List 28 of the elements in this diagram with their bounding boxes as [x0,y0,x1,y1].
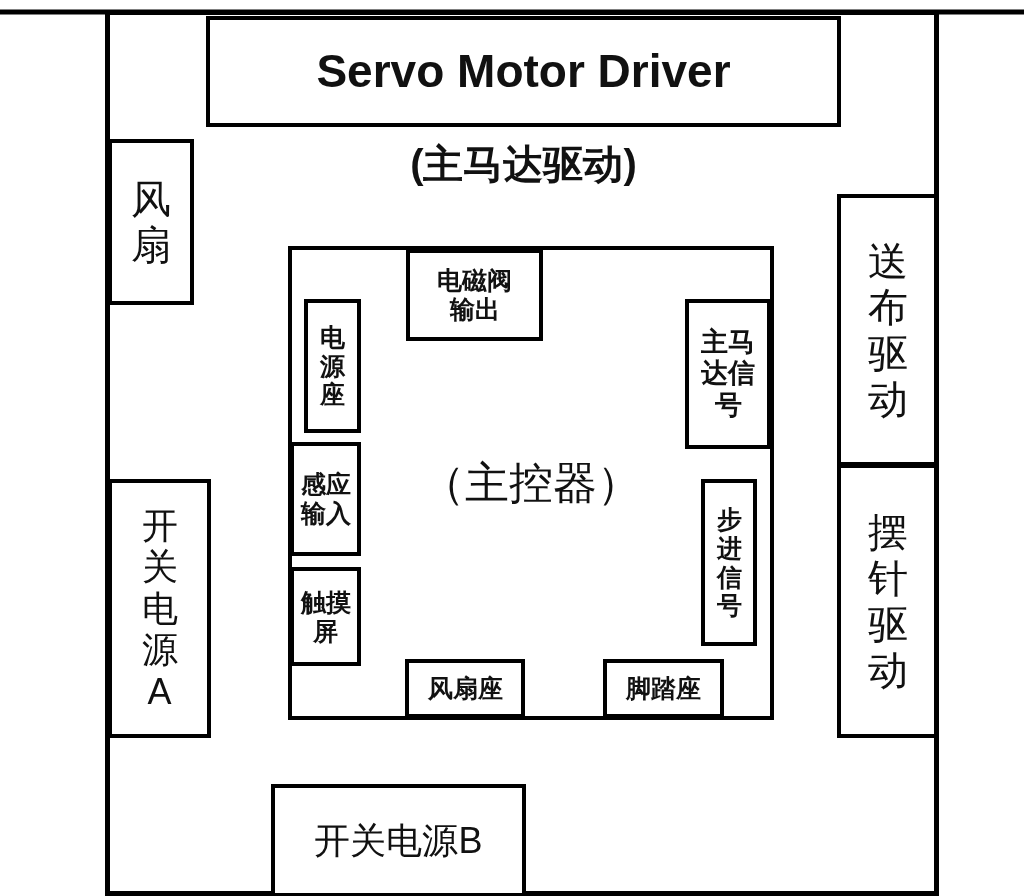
connector-box [406,249,543,341]
box-label: 摆针驱动 [866,509,909,693]
connector-box [304,299,361,433]
box-label: 电磁阀输出 [436,266,513,324]
box-label: 感应输入 [299,470,352,528]
connector-box [603,659,724,718]
box-label: 主马达信号 [700,327,756,421]
controller-board [288,246,774,720]
connector-box [290,567,361,666]
box-label: Servo Motor Driver [316,45,731,98]
box-label: 开关电源B [314,819,483,862]
box-label: 步进信号 [715,505,743,620]
box-label: 脚踏座 [626,674,701,703]
box-label: 电源座 [319,322,346,410]
connector-box [701,479,757,646]
module-box [108,139,194,305]
box-label: 风扇 [130,176,172,268]
connector-box [290,442,361,556]
box-label: （主控器） [421,457,641,509]
module-box [271,784,526,896]
box-label: 送布驱动 [866,238,909,422]
box-label: 触摸屏 [299,587,352,646]
connector-box [405,659,525,718]
connector-box [685,299,771,449]
module-box [108,479,211,738]
box-label: 风扇座 [427,674,503,703]
box-label: 开关电源A [140,505,179,712]
box-caption: (主马达驱动) [409,141,638,187]
